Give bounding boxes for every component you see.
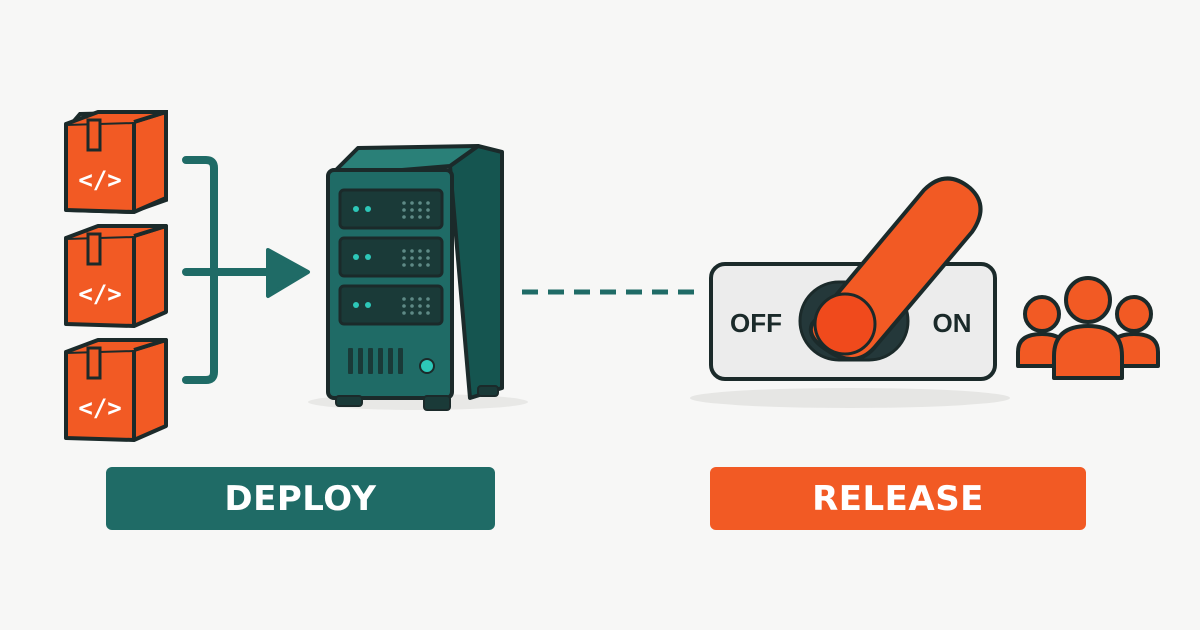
deploy-label: DEPLOY bbox=[106, 467, 495, 530]
code-glyph: </> bbox=[78, 166, 121, 194]
server-icon bbox=[308, 144, 528, 411]
arrow-right-icon bbox=[182, 156, 310, 384]
switch-on-label: ON bbox=[933, 308, 972, 338]
code-glyph: </> bbox=[78, 280, 121, 308]
package-box-icon: </> bbox=[64, 109, 168, 215]
users-group-icon bbox=[1016, 276, 1160, 380]
package-box-icon: </> bbox=[64, 224, 168, 328]
switch-off-label: OFF bbox=[730, 308, 782, 338]
code-glyph: </> bbox=[78, 394, 121, 422]
package-box-icon: </> bbox=[64, 338, 168, 442]
release-label-text: RELEASE bbox=[812, 478, 984, 519]
toggle-switch-icon: OFF ON bbox=[690, 176, 1010, 408]
deploy-label-text: DEPLOY bbox=[224, 478, 377, 519]
release-label: RELEASE bbox=[710, 467, 1086, 530]
